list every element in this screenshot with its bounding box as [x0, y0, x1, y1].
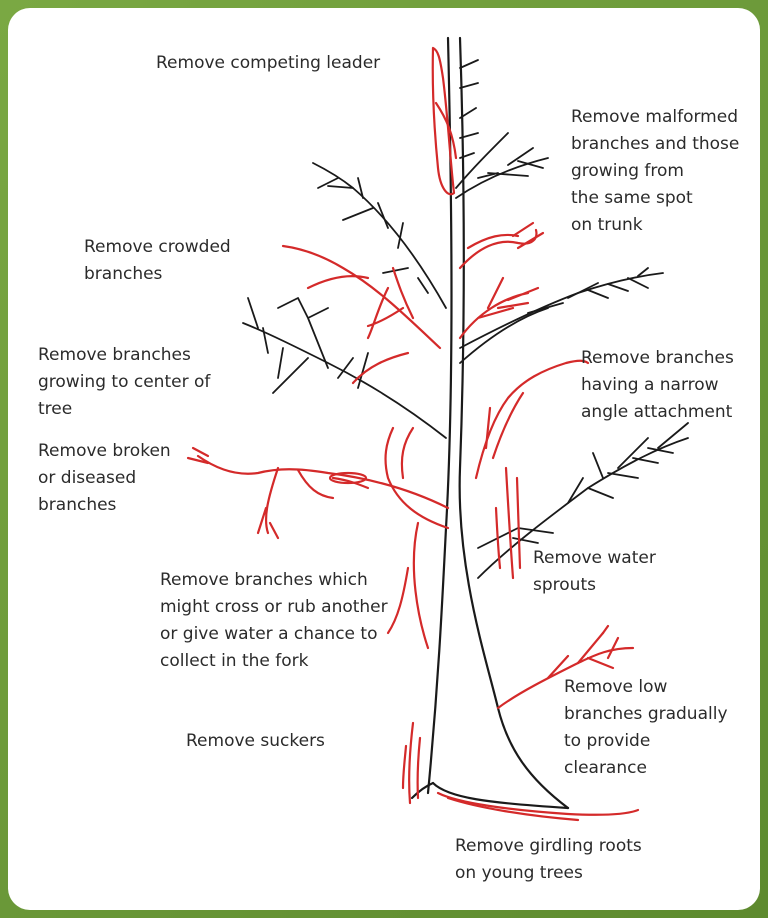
label-center-branches: Remove branches growing to center of tre…	[38, 342, 210, 423]
label-girdling-roots: Remove girdling roots on young trees	[455, 833, 642, 887]
label-broken-branches: Remove broken or diseased branches	[38, 438, 171, 519]
trunk	[412, 38, 568, 808]
label-competing-leader: Remove competing leader	[156, 50, 380, 77]
label-suckers: Remove suckers	[186, 728, 325, 755]
label-malformed-branches: Remove malformed branches and those grow…	[571, 104, 739, 239]
label-cross-rub: Remove branches which might cross or rub…	[160, 567, 388, 675]
label-crowded-branches: Remove crowded branches	[84, 234, 231, 288]
label-low-branches: Remove low branches gradually to provide…	[564, 674, 728, 782]
diagram-panel: Remove competing leader Remove malformed…	[8, 8, 760, 910]
label-water-sprouts: Remove water sprouts	[533, 545, 656, 599]
label-narrow-angle: Remove branches having a narrow angle at…	[581, 345, 734, 426]
